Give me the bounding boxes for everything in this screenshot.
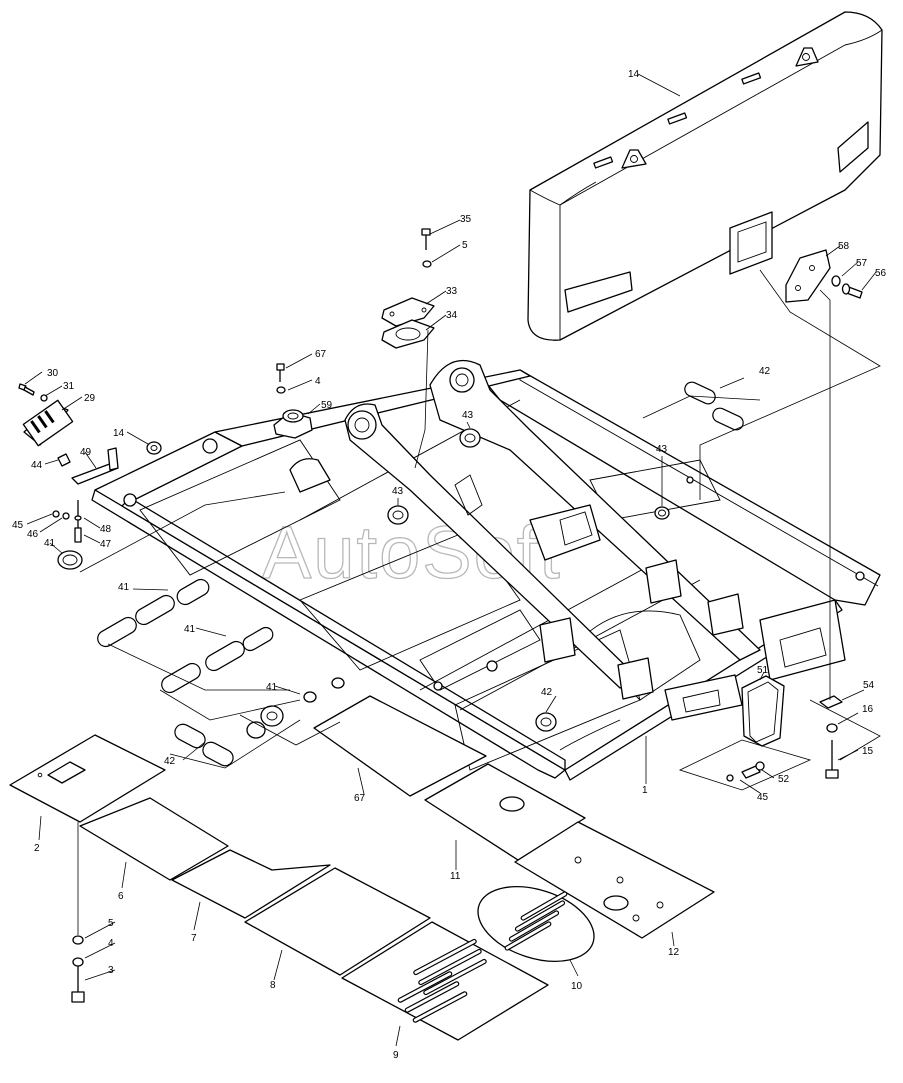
callout-67: 67 [354,793,366,804]
callout-41-d: 41 [266,682,278,693]
callout-43-c: 43 [656,444,668,455]
grommet-43b [387,505,409,525]
callout-2: 2 [34,843,40,854]
grommets-42-right [684,381,744,431]
cover-7 [171,849,331,919]
callout-30: 30 [47,368,59,379]
plate-54 [819,695,843,709]
callout-11: 11 [450,871,461,882]
callout-5-bottom: 5 [108,918,114,929]
bolt-30-washer-31 [18,383,48,402]
leader-lines [24,73,881,1047]
callout-labels: 14 58 57 56 35 5 33 34 67 4 59 30 31 29 … [12,69,887,1061]
callout-41-b: 41 [118,582,130,593]
callout-42-right: 42 [759,366,771,377]
bolt-3-washers-4-5 [71,935,85,1003]
cover-12 [514,821,715,939]
bolt-45-46-47-48 [52,500,82,543]
callout-43-b: 43 [392,486,404,497]
callout-4-top: 4 [315,376,321,387]
bolt-59-washer-4 [276,363,286,394]
callout-41-c: 41 [184,624,196,635]
callout-52: 52 [778,774,790,785]
bolt-35-washer-5 [421,228,432,268]
callout-56: 56 [875,268,887,279]
callout-48: 48 [100,524,112,535]
callout-3: 3 [108,965,114,976]
callout-13: 14 [628,69,640,80]
cover-11 [424,763,586,861]
grommet-43a [459,428,481,448]
callout-35: 35 [460,214,472,225]
callout-46: 46 [27,529,39,540]
cover-67 [313,695,487,797]
callout-31: 31 [63,381,75,392]
callout-16: 16 [862,704,874,715]
counterweight-bracket [785,249,863,303]
callout-57: 57 [856,258,868,269]
callout-42-center: 42 [541,687,553,698]
grommet-43c [654,506,670,520]
gasket-34 [381,319,435,349]
callout-43-a: 43 [462,410,474,421]
callout-33: 33 [446,286,458,297]
cover-10 [477,886,595,962]
grommets-41-upper [97,578,210,648]
grommets-42-left [174,723,234,767]
grommet-41-single [57,550,83,570]
cover-9 [341,921,549,1041]
callout-45-left: 45 [12,520,24,531]
callout-42-left: 42 [164,756,176,767]
callout-59: 67 [315,349,327,360]
callout-14: 14 [113,428,125,439]
callout-12: 12 [668,947,680,958]
callout-9: 9 [393,1050,399,1061]
callout-29: 29 [84,393,96,404]
callout-6: 6 [118,891,124,902]
callout-5-top: 5 [462,240,468,251]
callout-7: 7 [191,933,197,944]
callout-41-a: 41 [44,538,56,549]
plate-33 [381,297,435,327]
grommet-14 [146,441,162,455]
callout-51: 51 [757,665,769,676]
callout-10: 10 [571,981,583,992]
block-44 [57,453,71,467]
callout-4-bottom: 4 [108,938,114,949]
bracket-49 [71,447,119,485]
grommets-41-middle [161,626,274,694]
callout-49: 49 [80,447,92,458]
callout-44: 44 [31,460,43,471]
cover-2 [9,734,166,823]
cover-plate-29 [22,399,74,447]
callout-8: 8 [270,980,276,991]
callout-47: 47 [100,539,112,550]
counterweight [527,11,883,341]
cover-8 [244,867,431,976]
bearing-58 [273,409,313,439]
main-frame [91,359,881,781]
callout-45-right: 45 [757,792,769,803]
callout-1: 1 [642,785,648,796]
box-51 [741,675,785,747]
bolt-52-washer-45 [726,761,765,782]
callout-15: 15 [862,746,874,757]
washer-16-bolt-15 [825,723,839,779]
cover-6 [79,797,229,881]
callout-58: 59 [321,400,333,411]
grommet-42-center [535,712,557,732]
callout-54: 54 [863,680,875,691]
callout-34: 34 [446,310,458,321]
callout-55: 58 [838,241,850,252]
